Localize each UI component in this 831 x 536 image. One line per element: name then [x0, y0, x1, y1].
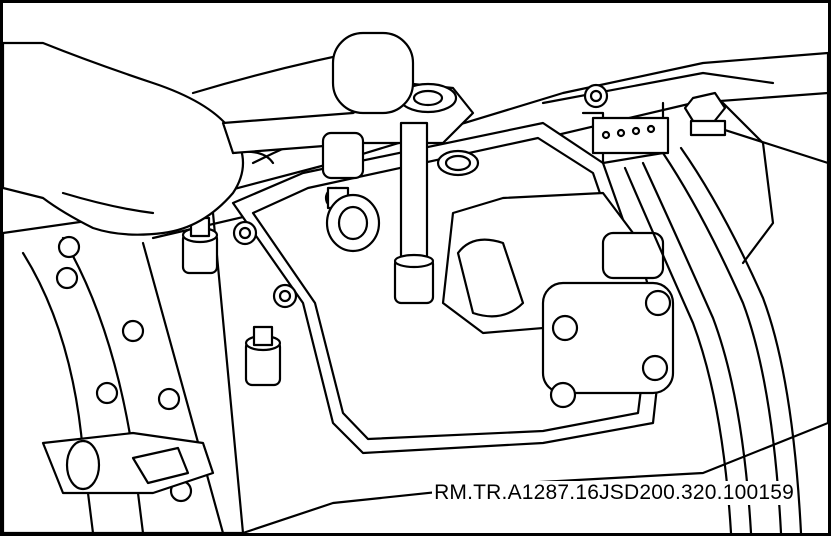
pneumatic-hoses	[623, 146, 803, 533]
shift-actuator	[441, 101, 675, 409]
mounting-bolts	[55, 83, 727, 503]
hand-illustration	[3, 41, 275, 236]
bolt	[244, 325, 282, 387]
bolt	[272, 283, 298, 309]
ratchet-wrench	[221, 81, 475, 305]
bolt	[232, 220, 258, 246]
sensor-connector	[321, 31, 415, 253]
illustration-drawing	[3, 31, 828, 533]
shift-linkage	[41, 431, 215, 495]
reference-code-label: RM.TR.A1287.16JSD200.320.100159	[432, 481, 796, 505]
bolt	[683, 91, 727, 137]
bolt	[583, 83, 609, 109]
